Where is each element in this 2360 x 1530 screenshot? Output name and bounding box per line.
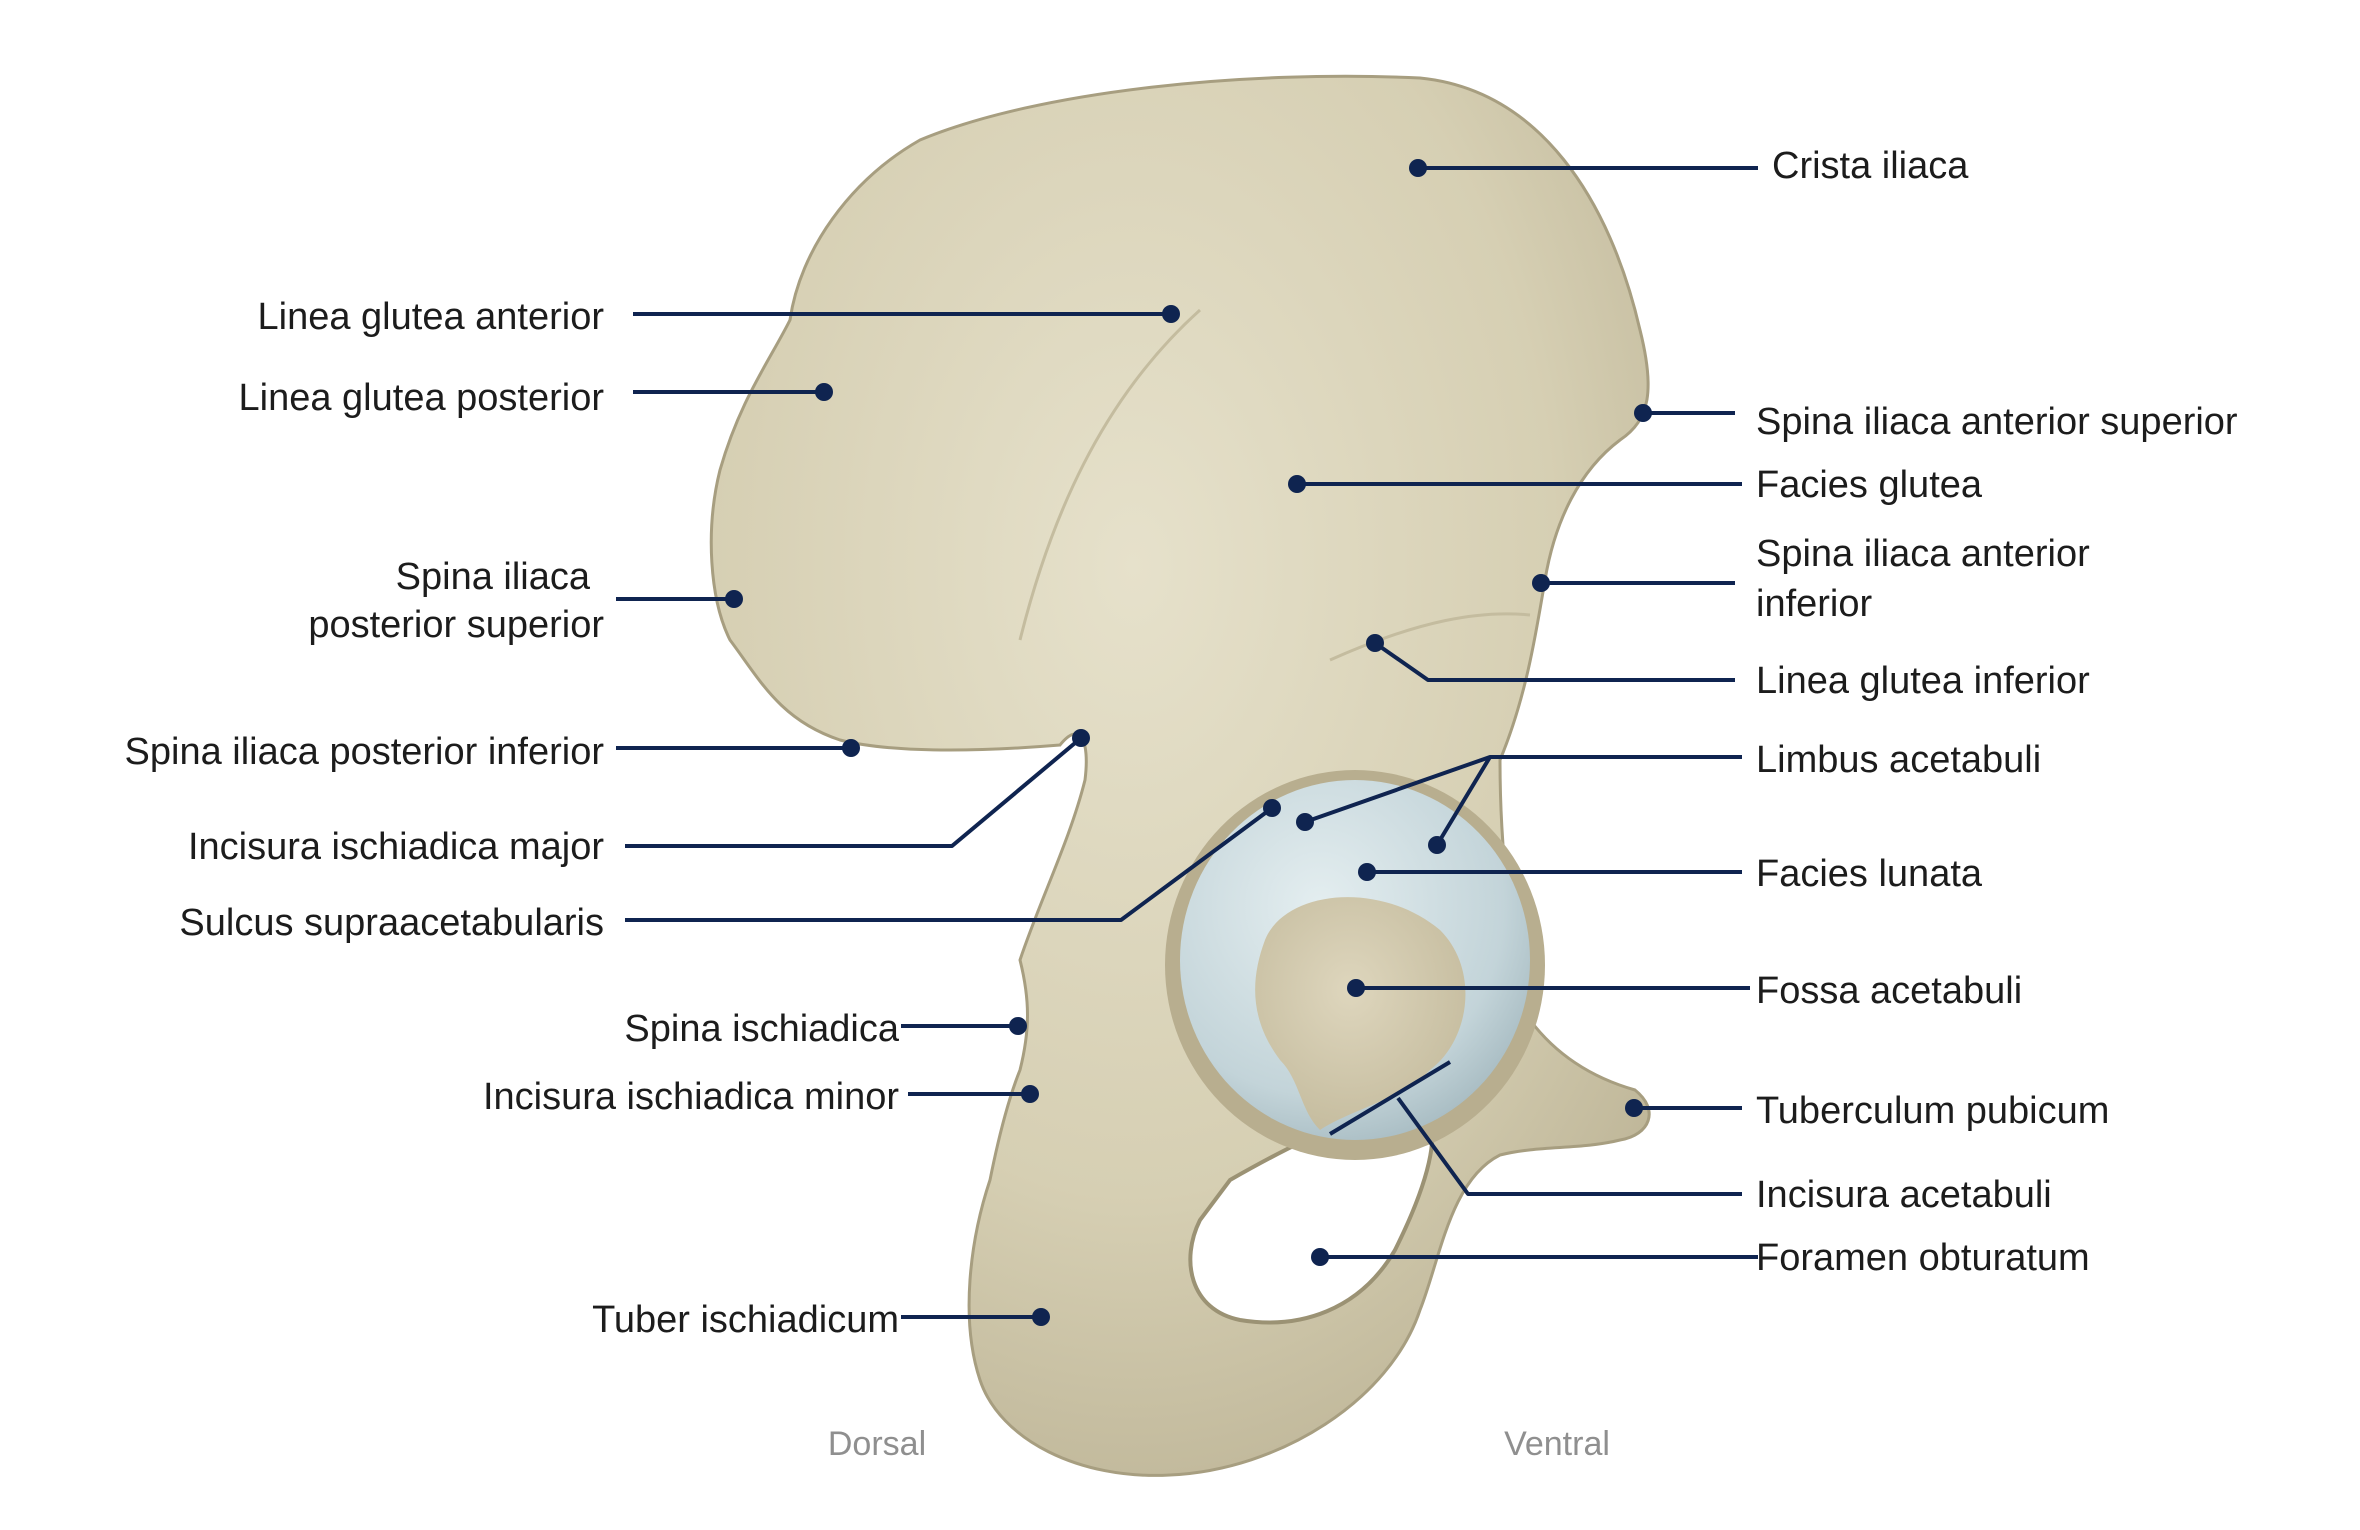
label-spina-iliaca-posterior-inferior: Spina iliaca posterior inferior: [125, 731, 605, 773]
dot-limbus-acetabuli-2: [1428, 836, 1446, 854]
label-incisura-ischiadica-major: Incisura ischiadica major: [188, 826, 604, 868]
gluteal-line-texture-2: [1329, 612, 1531, 662]
hip-bone-outline: [709, 74, 1651, 1477]
dot-incisura-ischiadica-minor: [1021, 1085, 1039, 1103]
label-tuberculum-pubicum: Tuberculum pubicum: [1756, 1090, 2109, 1132]
orientation-labels: Dorsal Ventral: [828, 1425, 1610, 1463]
leader-limbus-acetabuli-2: [1435, 755, 1492, 847]
label-spina-iliaca-posterior-superior-line1: Spina iliaca: [396, 556, 591, 598]
fossa-acetabuli-shape: [1255, 897, 1466, 1130]
dot-spina-ischiadica: [1009, 1017, 1027, 1035]
dot-spina-iliaca-posterior-superior: [725, 590, 743, 608]
dot-crista-iliaca: [1409, 159, 1427, 177]
leader-linea-glutea-inferior: [1373, 641, 1735, 682]
label-sulcus-supraacetabularis: Sulcus supraacetabularis: [179, 902, 604, 944]
leader-lines: [616, 159, 1758, 1326]
dot-linea-glutea-posterior: [815, 383, 833, 401]
dot-tuberculum-pubicum: [1625, 1099, 1643, 1117]
leader-incisura-acetabuli: [1328, 1060, 1452, 1136]
orientation-ventral: Ventral: [1504, 1425, 1610, 1463]
leader-incisura-acetabuli-2: [1396, 1096, 1742, 1196]
label-spina-iliaca-anterior-superior: Spina iliaca anterior superior: [1756, 401, 2238, 443]
label-linea-glutea-posterior: Linea glutea posterior: [239, 377, 605, 419]
label-linea-glutea-inferior: Linea glutea inferior: [1756, 660, 2090, 702]
label-limbus-acetabuli: Limbus acetabuli: [1756, 739, 2041, 781]
dot-facies-lunata: [1358, 863, 1376, 881]
gluteal-line-texture: [1018, 308, 1202, 641]
dot-spina-iliaca-anterior-inferior: [1532, 574, 1550, 592]
dot-sulcus-supraacetabularis: [1263, 799, 1281, 817]
dot-linea-glutea-inferior: [1366, 634, 1384, 652]
dot-foramen-obturatum: [1311, 1248, 1329, 1266]
labels-left: Linea glutea anterior Linea glutea poste…: [125, 296, 900, 1341]
orientation-dorsal: Dorsal: [828, 1425, 926, 1463]
label-crista-iliaca: Crista iliaca: [1772, 145, 1969, 187]
label-incisura-acetabuli: Incisura acetabuli: [1756, 1174, 2052, 1216]
dot-spina-iliaca-posterior-inferior: [842, 739, 860, 757]
label-facies-glutea: Facies glutea: [1756, 464, 1983, 506]
label-linea-glutea-anterior: Linea glutea anterior: [258, 296, 605, 338]
dot-facies-glutea: [1288, 475, 1306, 493]
dot-limbus-acetabuli-1: [1296, 813, 1314, 831]
hip-bone-illustration: [709, 74, 1651, 1477]
label-tuber-ischiadicum: Tuber ischiadicum: [592, 1299, 899, 1341]
label-spina-iliaca-posterior-superior-line2: posterior superior: [308, 604, 604, 646]
dot-spina-iliaca-anterior-superior: [1634, 404, 1652, 422]
leader-incisura-ischiadica-major: [625, 736, 1083, 848]
dot-fossa-acetabuli: [1347, 979, 1365, 997]
label-spina-ischiadica: Spina ischiadica: [624, 1008, 899, 1050]
label-foramen-obturatum: Foramen obturatum: [1756, 1237, 2090, 1279]
label-fossa-acetabuli: Fossa acetabuli: [1756, 970, 2022, 1012]
label-incisura-ischiadica-minor: Incisura ischiadica minor: [483, 1076, 899, 1118]
label-spina-iliaca-anterior-inferior-line2: inferior: [1756, 583, 1872, 625]
leader-sulcus-supraacetabularis: [625, 806, 1274, 922]
dot-linea-glutea-anterior: [1162, 305, 1180, 323]
labels-right: Crista iliaca Spina iliaca anterior supe…: [1756, 145, 2238, 1279]
label-facies-lunata: Facies lunata: [1756, 853, 1983, 895]
label-spina-iliaca-anterior-inferior-line1: Spina iliaca anterior: [1756, 533, 2090, 575]
dot-incisura-ischiadica-major: [1072, 729, 1090, 747]
dot-tuber-ischiadicum: [1032, 1308, 1050, 1326]
